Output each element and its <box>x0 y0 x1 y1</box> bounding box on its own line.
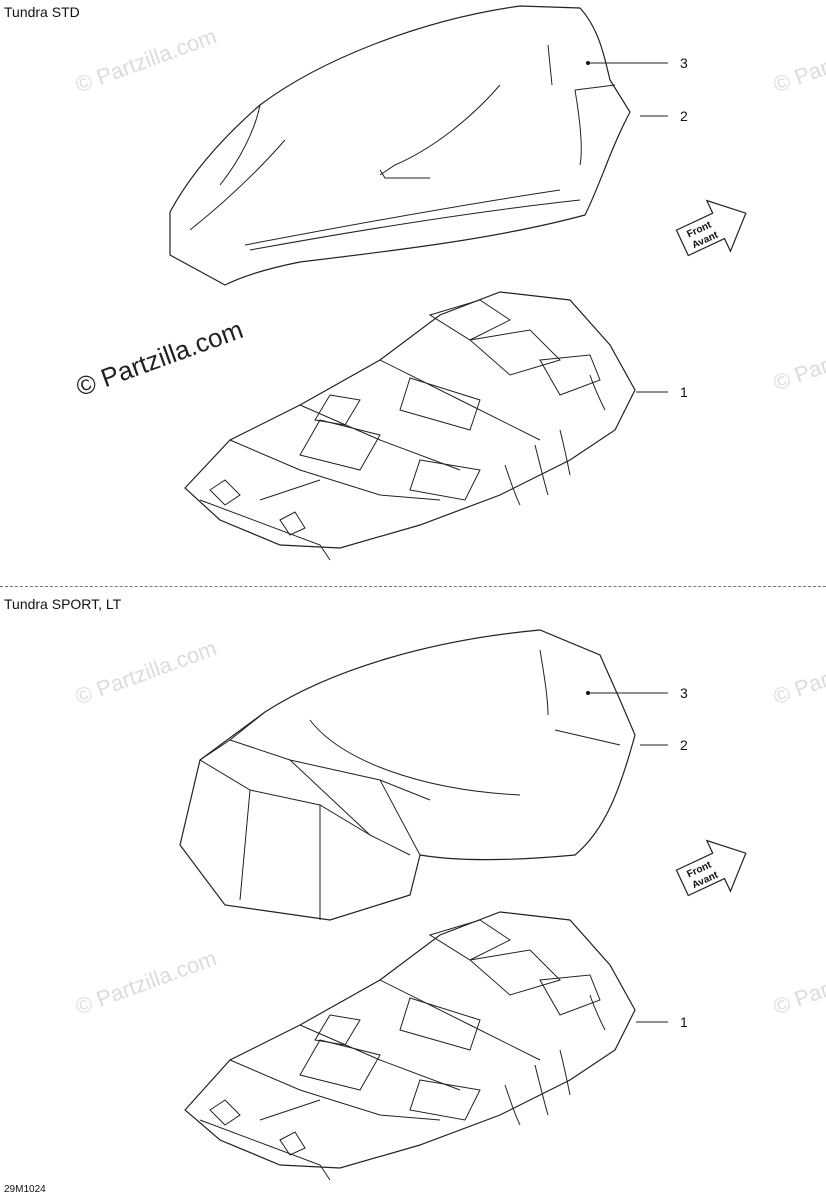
section-title-std: Tundra STD <box>4 4 80 20</box>
callout-2: 2 <box>680 737 688 753</box>
callout-3: 3 <box>680 685 688 701</box>
section-divider <box>0 586 826 587</box>
figure-code: 29M1024 <box>4 1184 46 1195</box>
callout-3: 3 <box>680 55 688 71</box>
front-arrow-icon: Front Avant <box>675 839 747 897</box>
seat-cover-std <box>169 5 631 286</box>
leader-dot <box>586 691 590 695</box>
callout-1: 1 <box>680 1014 688 1030</box>
seat-cover-sport <box>179 629 636 921</box>
leader-dot <box>586 61 590 65</box>
section-title-sport: Tundra SPORT, LT <box>4 596 122 612</box>
callout-1: 1 <box>680 384 688 400</box>
seat-base-std <box>184 291 636 561</box>
seat-base-sport <box>184 911 636 1181</box>
callout-2: 2 <box>680 108 688 124</box>
front-arrow-icon: Front Avant <box>675 199 747 257</box>
